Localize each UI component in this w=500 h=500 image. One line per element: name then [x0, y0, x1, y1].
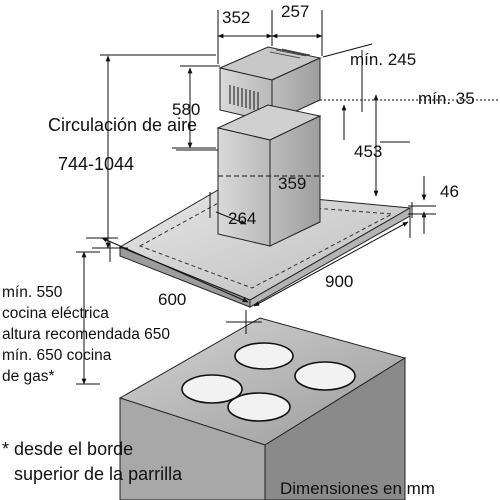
duct-height-label: 580 — [172, 100, 201, 119]
footnote-line-2: superior de la parrilla — [14, 464, 183, 484]
clearance-note-2: cocina eléctrica — [2, 305, 109, 322]
burner-front-left — [181, 374, 243, 404]
canopy-depth-label: 359 — [278, 174, 307, 193]
width-600-label: 600 — [158, 290, 187, 309]
air-circulation-range: 744-1044 — [58, 154, 135, 174]
canopy-inner-width-label: 264 — [228, 209, 257, 228]
cooktop — [118, 317, 407, 500]
clearance-note-5: de gas* — [2, 368, 55, 385]
clearance-note-1: mín. 550 — [2, 284, 63, 301]
upper-duct — [218, 46, 322, 123]
units-label: Dimensiones en mm — [280, 479, 435, 498]
canopy-thickness-label: 46 — [440, 182, 459, 201]
burner-back-right — [294, 361, 356, 391]
burner-front-right — [227, 392, 291, 422]
burner-back-left — [234, 342, 294, 370]
duct-width-label: 352 — [222, 8, 251, 27]
air-circulation-title: Circulación de aire — [48, 115, 198, 135]
footnote-line-1: * desde el borde — [2, 439, 134, 459]
lower-duct-front — [217, 115, 321, 247]
clearance-note-4: mín. 650 cocina — [2, 347, 112, 364]
clearance-note-3: altura recomendada 650 — [2, 326, 171, 343]
dimension-lines — [76, 10, 498, 385]
duct-depth-label: 257 — [281, 2, 310, 21]
min-245-label: mín. 245 — [350, 50, 417, 69]
min-35-label: mín. 35 — [418, 89, 475, 108]
duct-range-label: 453 — [354, 142, 383, 161]
width-900-label: 900 — [325, 272, 354, 291]
